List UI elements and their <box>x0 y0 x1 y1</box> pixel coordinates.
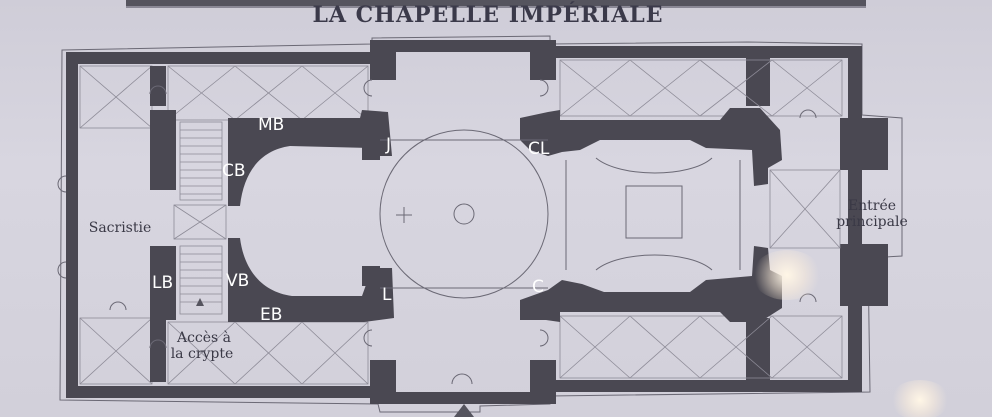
marker-lb: LB <box>152 273 173 293</box>
inner-walls <box>150 66 782 382</box>
marker-c: C <box>532 277 544 297</box>
label-crypte-line1: Accès à <box>176 329 231 346</box>
door-swings <box>57 79 817 385</box>
outer-walls <box>66 40 888 404</box>
marker-eb: EB <box>260 305 282 325</box>
label-sacristie: Sacristie <box>89 220 152 236</box>
label-entree-line1: Entrée <box>848 198 896 214</box>
marker-j: J <box>385 135 391 155</box>
stair-arrow-icon <box>196 298 204 306</box>
marker-l: L <box>382 285 392 305</box>
sign-frame <box>126 0 866 8</box>
apse-north <box>228 110 392 206</box>
entrance-arrow-icon <box>454 404 474 417</box>
staircases <box>179 121 223 315</box>
label-crypte-line2: la crypte <box>171 346 234 362</box>
nave-north <box>520 108 782 186</box>
nave-south <box>520 246 782 322</box>
dome <box>379 129 549 299</box>
marker-vb: VB <box>226 271 249 291</box>
marker-mb: MB <box>258 115 284 135</box>
light-glare <box>890 380 950 417</box>
plan-title: LA CHAPELLE IMPÉRIALE <box>312 1 663 28</box>
marker-cb: CB <box>222 161 246 181</box>
light-glare <box>752 250 822 300</box>
nave <box>565 157 741 271</box>
apse-south <box>228 238 394 322</box>
marker-cl: CL <box>528 139 550 159</box>
label-entree-line2: principale <box>836 214 908 230</box>
